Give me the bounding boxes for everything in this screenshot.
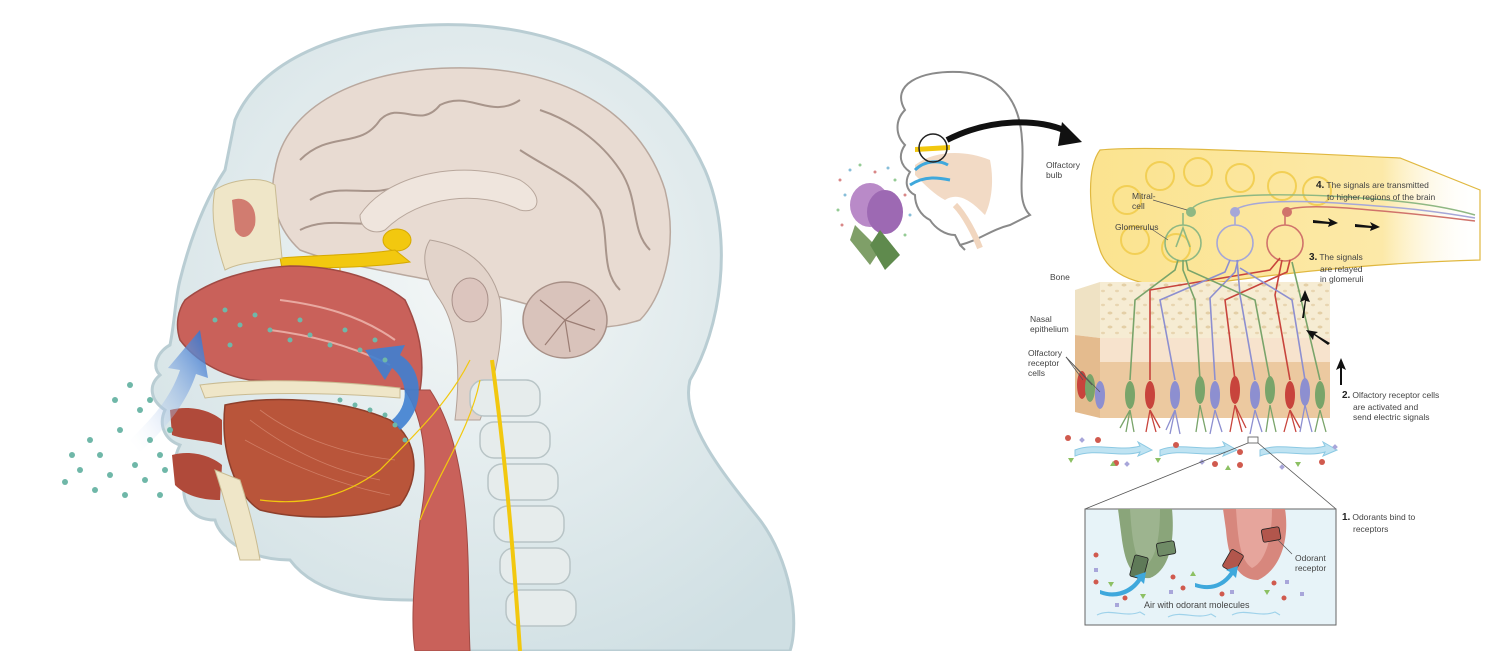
label-nasal-epithelium-line1: Nasal <box>1030 314 1052 324</box>
receptor-axons <box>1129 257 1321 381</box>
odorant-molecules <box>62 307 408 498</box>
anatomical-head-illustration <box>62 23 796 651</box>
step-2-number: 2. <box>1342 390 1351 401</box>
label-orc-line1: Olfactory <box>1028 348 1063 358</box>
label-odorant-receptor-line1: Odorant <box>1295 553 1326 563</box>
mitral-axons <box>1190 194 1476 222</box>
upper-lip <box>170 408 222 445</box>
step-2-line3: send electric signals <box>1353 412 1430 422</box>
inset-air-arrows <box>1100 566 1238 597</box>
olfaction-schematic-graphic <box>836 70 1481 626</box>
step-3-number: 3. <box>1309 252 1318 263</box>
label-orc-line2: receptor <box>1028 358 1060 368</box>
label-mitral-cell-line1: Mitral- <box>1132 191 1156 201</box>
step-4: 4.The signals are transmitted to higher … <box>1316 180 1435 202</box>
label-bone: Bone <box>1050 272 1070 282</box>
label-olfactory-receptor-cells: Olfactory receptor cells <box>1028 348 1062 378</box>
nasal-cavity <box>176 265 423 391</box>
spinal-cord <box>490 359 522 651</box>
zoom-arrow <box>945 119 1070 143</box>
scent-dots <box>836 163 912 237</box>
inset-flow-arrows <box>1096 611 1281 618</box>
nasal-epithelium-layer <box>1100 338 1330 362</box>
nerves <box>259 359 481 521</box>
step-3-line1: The signals <box>1319 252 1363 262</box>
signal-arrows <box>1313 218 1380 231</box>
nasal-cavity-small <box>915 153 993 215</box>
inhaled-air-arrow <box>130 330 208 452</box>
step-1-line1: Odorants bind to <box>1352 512 1416 522</box>
air-flow-arrows <box>1074 440 1339 457</box>
person-sniffing-outline <box>896 70 1032 251</box>
mandible <box>214 469 261 561</box>
step-3: 3.The signals are relayed in glomeruli <box>1309 252 1363 285</box>
label-nasal-epithelium-line2: epithelium <box>1030 324 1069 334</box>
lower-lip <box>172 453 222 500</box>
label-odorant-receptor-line2: receptor <box>1295 563 1327 573</box>
cilia <box>1119 404 1327 435</box>
olfactory-receptor-cells <box>1077 371 1325 409</box>
label-glomerulus: Glomerulus <box>1115 222 1159 232</box>
retronasal-air-arrow <box>365 345 419 430</box>
glomeruli-circles <box>1112 157 1332 263</box>
inset-source-marker <box>1247 436 1259 444</box>
corpus-callosum <box>359 169 538 233</box>
step-3-line2: are relayed <box>1320 263 1363 274</box>
odorant-molecules-schematic <box>1065 435 1338 470</box>
label-olfactory-bulb-line2: bulb <box>1046 170 1063 180</box>
head-section-graphic <box>62 23 796 651</box>
step-3-line3: in glomeruli <box>1320 274 1364 284</box>
olfaction-schematic: Olfactory bulb Mitral- cell Glomerulus B… <box>800 0 1500 651</box>
label-odorant-receptor: Odorant receptor <box>1295 553 1326 573</box>
odorant-receptors-inset <box>1129 526 1282 580</box>
olfactory-bulb-small <box>915 145 950 152</box>
step-2-line2: are activated and <box>1353 401 1419 412</box>
step-4-line1: The signals are transmitted <box>1326 180 1429 190</box>
step-2-line1: Olfactory receptor cells <box>1352 390 1440 400</box>
step-4-line2: to higher regions of the brain <box>1327 191 1436 202</box>
bone-layer <box>1100 282 1330 338</box>
label-olfactory-bulb-line1: Olfactory <box>1046 160 1081 170</box>
inset-odorant-molecules <box>1093 552 1304 607</box>
label-mitral-cell: Mitral- cell <box>1132 191 1156 211</box>
label-nasal-epithelium: Nasal epithelium <box>1030 314 1069 334</box>
label-olfactory-bulb: Olfactory bulb <box>1046 160 1080 180</box>
step-4-number: 4. <box>1316 180 1325 191</box>
step-1-number: 1. <box>1342 512 1351 523</box>
label-orc-line3: cells <box>1028 368 1046 378</box>
pharynx <box>404 389 471 651</box>
step-1-line2: receptors <box>1353 523 1389 534</box>
label-mitral-cell-line2: cell <box>1132 201 1145 211</box>
olfactory-bulb-anatomic <box>382 228 412 252</box>
upward-arrows <box>1300 290 1346 385</box>
step-2: 2.Olfactory receptor cells are activated… <box>1342 390 1439 423</box>
step-1: 1.Odorants bind to receptors <box>1342 512 1415 534</box>
label-air-with-odorant-molecules: Air with odorant molecules <box>1144 600 1250 610</box>
magnifier-circle <box>918 133 948 163</box>
lilac-flower <box>850 183 903 270</box>
hard-palate <box>199 380 401 399</box>
